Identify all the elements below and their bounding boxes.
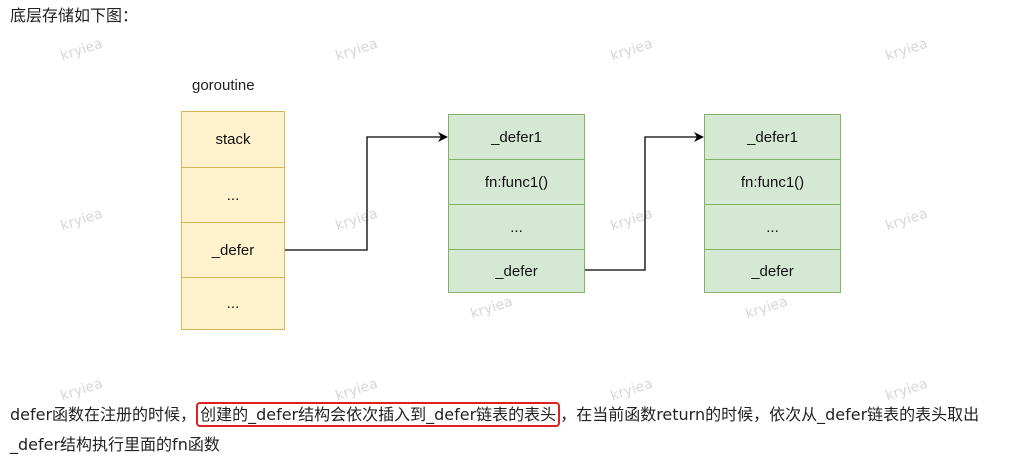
goroutine-title: goroutine [192, 77, 255, 94]
defer-node-fn: fn:func1() [448, 159, 585, 205]
arrowhead-icon [694, 132, 704, 142]
defer-node-ellipsis: ... [704, 204, 841, 250]
defer-node-header: _defer1 [448, 114, 585, 160]
page-heading: 底层存储如下图： [10, 6, 139, 25]
defer-node-next: _defer [448, 249, 585, 293]
defer-node-ellipsis: ... [448, 204, 585, 250]
goroutine-cell-ellipsis: ... [181, 277, 285, 330]
goroutine-cell-defer: _defer [181, 222, 285, 278]
arrowhead-icon [438, 132, 448, 142]
goroutine-cell-ellipsis: ... [181, 167, 285, 223]
goroutine-cell-stack: stack [181, 111, 285, 168]
paragraph-before: defer函数在注册的时候， [10, 405, 197, 424]
paragraph-after: ，在当前函数return的时候，依次从_defer链表的表头取出_defer结构… [10, 405, 980, 454]
defer-node-next: _defer [704, 249, 841, 293]
description-paragraph: defer函数在注册的时候，创建的_defer结构会依次插入到_defer链表的… [10, 400, 1018, 460]
arrow-defer1-to-defer2 [585, 136, 697, 271]
defer-node-header: _defer1 [704, 114, 841, 160]
highlighted-phrase: 创建的_defer结构会依次插入到_defer链表的表头 [196, 402, 561, 427]
arrow-goroutine-to-defer1 [285, 136, 441, 251]
